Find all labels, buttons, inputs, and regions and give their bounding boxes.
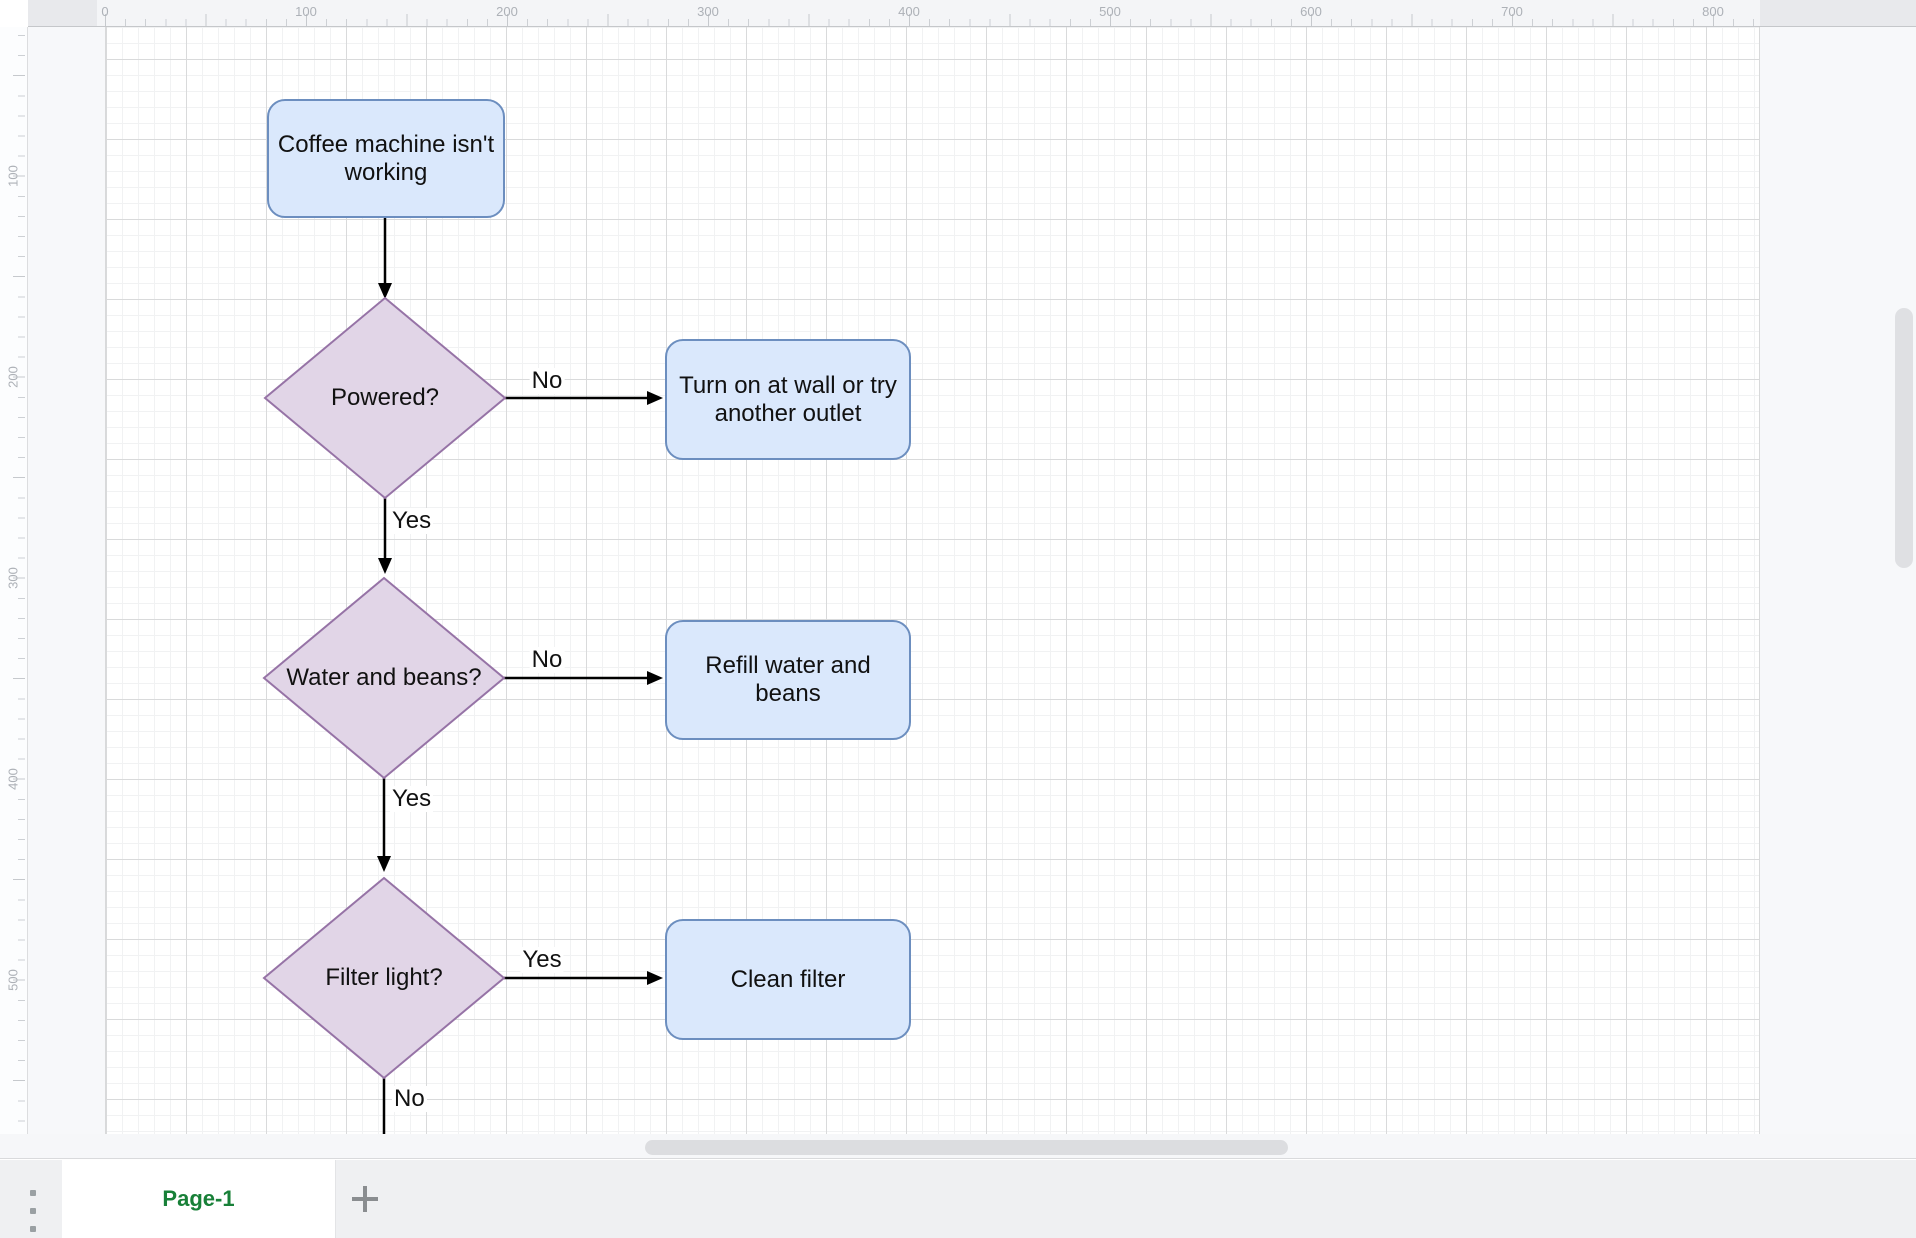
edge-label-water-yes[interactable]: Yes bbox=[390, 785, 434, 812]
node-start-label: Coffee machine isn't working bbox=[277, 130, 495, 186]
vertical-scrollbar-thumb[interactable] bbox=[1895, 308, 1913, 568]
ruler-offpage-right bbox=[1760, 0, 1916, 26]
tab-page-1-label: Page-1 bbox=[162, 1186, 235, 1211]
ruler-ticks bbox=[105, 14, 1761, 26]
ruler-mark: 500 bbox=[1099, 4, 1121, 19]
node-refill-label: Refill water and beans bbox=[705, 652, 871, 707]
ruler-mark: 300 bbox=[5, 567, 21, 589]
ruler-mark: 0 bbox=[101, 4, 109, 19]
pages-menu-icon[interactable] bbox=[24, 1190, 42, 1232]
horizontal-scrollbar-thumb[interactable] bbox=[645, 1140, 1288, 1155]
ruler-mark: 100 bbox=[5, 165, 21, 187]
menu-dot bbox=[30, 1190, 36, 1196]
ruler-ticks bbox=[13, 75, 25, 1134]
menu-dot bbox=[30, 1226, 36, 1232]
edge-label-filter-yes[interactable]: Yes bbox=[520, 946, 564, 973]
menu-dot bbox=[30, 1208, 36, 1214]
ruler-mark: 100 bbox=[295, 4, 317, 19]
flowchart-layer bbox=[262, 218, 663, 1134]
decision-filter-light[interactable] bbox=[262, 876, 506, 1080]
ruler-mark: 800 bbox=[1702, 4, 1724, 19]
horizontal-scrollbar[interactable] bbox=[0, 1134, 1916, 1159]
ruler-mark: 400 bbox=[898, 4, 920, 19]
ruler-mark: 600 bbox=[1300, 4, 1322, 19]
plus-icon bbox=[352, 1186, 378, 1212]
node-clean-filter[interactable]: Clean filter bbox=[665, 919, 911, 1040]
tab-page-1[interactable]: Page-1 bbox=[62, 1160, 336, 1238]
ruler-mark: 400 bbox=[5, 768, 21, 790]
ruler-mark: 700 bbox=[1501, 4, 1523, 19]
edge-label-powered-yes[interactable]: Yes bbox=[390, 507, 434, 534]
node-refill[interactable]: Refill water and beans bbox=[665, 620, 911, 740]
node-start[interactable]: Coffee machine isn't working bbox=[267, 99, 505, 218]
edge-label-powered-no[interactable]: No bbox=[529, 367, 565, 394]
horizontal-ruler: 0 100 200 300 400 500 600 700 800 bbox=[28, 0, 1916, 27]
edge-label-water-no[interactable]: No bbox=[529, 646, 565, 673]
add-page-button[interactable] bbox=[339, 1181, 391, 1217]
edge-label-filter-no[interactable]: No bbox=[392, 1085, 427, 1112]
ruler-mark: 200 bbox=[496, 4, 518, 19]
vertical-ruler: 100 200 300 400 500 bbox=[0, 27, 28, 1134]
node-turn-on-wall-label: Turn on at wall or try another outlet bbox=[679, 371, 897, 427]
decision-water-beans[interactable] bbox=[262, 576, 506, 780]
ruler-mark: 200 bbox=[5, 366, 21, 388]
decision-powered[interactable] bbox=[263, 296, 507, 500]
ruler-mark: 500 bbox=[5, 969, 21, 991]
ruler-offpage-left bbox=[28, 0, 97, 26]
ruler-corner bbox=[0, 0, 28, 27]
ruler-mark: 300 bbox=[697, 4, 719, 19]
node-turn-on-wall[interactable]: Turn on at wall or try another outlet bbox=[665, 339, 911, 460]
node-clean-filter-label: Clean filter bbox=[730, 965, 846, 993]
